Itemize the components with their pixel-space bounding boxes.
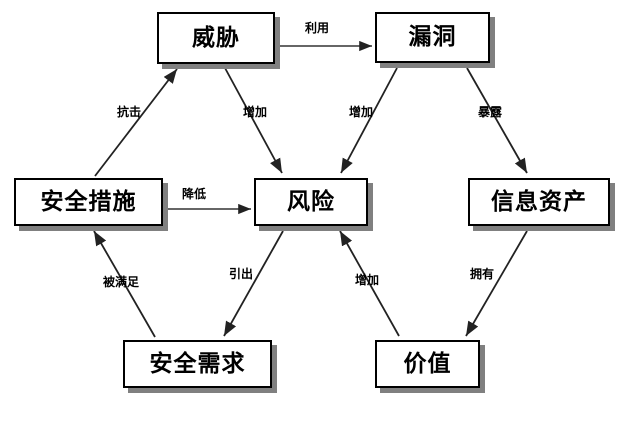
node-safeguard[interactable]: 安全措施: [14, 178, 163, 226]
edge-risk-derives-requirement: [223, 230, 284, 337]
edge-vulnerability-increases-risk: [340, 67, 398, 174]
edge-threat-increases-risk: [224, 67, 283, 174]
edge-asset-owns-value: [465, 230, 528, 337]
node-value[interactable]: 价值: [375, 340, 480, 388]
edge-label-safeguard-resists-threat: 抗击: [117, 105, 142, 119]
edge-value-increases-risk: [339, 230, 400, 337]
edge-label-requirement-satisfied-by-safeguard: 被满足: [103, 275, 140, 289]
edge-label-risk-derives-requirement: 引出: [229, 267, 254, 281]
node-asset[interactable]: 信息资产: [468, 178, 610, 226]
node-threat-label: 威胁: [192, 24, 240, 51]
edge-label-value-increases-risk: 增加: [355, 273, 380, 287]
edge-label-asset-owns-value: 拥有: [470, 267, 495, 281]
edge-label-threat-increases-risk: 增加: [243, 105, 268, 119]
edge-label-vulnerability-increases-risk: 增加: [349, 105, 374, 119]
node-vulnerability-label: 漏洞: [408, 24, 457, 50]
edge-label-threat-exploits-vulnerability: 利用: [305, 21, 330, 35]
node-asset-label: 信息资产: [491, 188, 587, 215]
node-risk[interactable]: 风险: [254, 178, 368, 226]
edge-safeguard-resists-threat: [94, 68, 178, 177]
edge-requirement-satisfied-by-safeguard: [93, 230, 156, 338]
node-safeguard-label: 安全措施: [40, 188, 137, 215]
node-threat[interactable]: 威胁: [157, 12, 275, 64]
node-risk-label: 风险: [287, 188, 335, 215]
edge-vulnerability-exposes-asset: [466, 67, 528, 174]
node-requirement-label: 安全需求: [149, 350, 246, 377]
node-vulnerability[interactable]: 漏洞: [375, 12, 490, 63]
edge-label-vulnerability-exposes-asset: 暴露: [478, 105, 503, 119]
edge-label-safeguard-reduces-risk: 降低: [182, 187, 207, 201]
node-value-label: 价值: [403, 350, 452, 377]
node-requirement[interactable]: 安全需求: [123, 340, 272, 388]
